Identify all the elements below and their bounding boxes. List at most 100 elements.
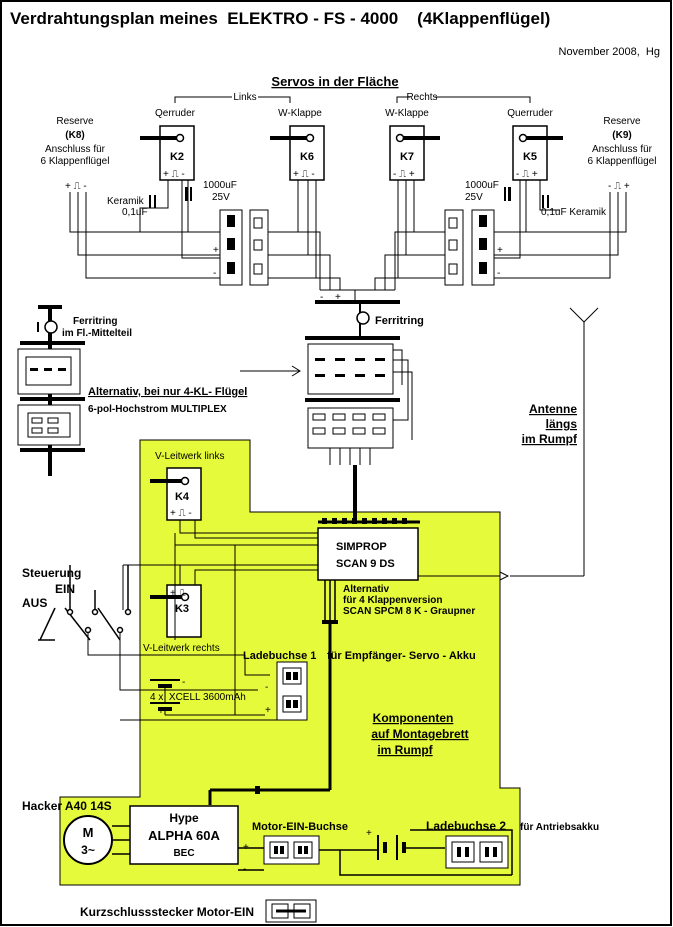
charge-socket-1-label: Ladebuchse 1 — [243, 650, 316, 662]
cs1-minus: - — [265, 682, 268, 693]
servo-name-2: W-Klappe — [278, 108, 322, 119]
esc: Hype ALPHA 60A BEC — [129, 805, 239, 865]
svg-text:- ⎍ +: - ⎍ + — [393, 169, 415, 180]
page-title: Verdrahtungsplan meines ELEKTRO - FS - 4… — [10, 9, 550, 28]
main-switch — [38, 565, 132, 641]
charge-socket-2-label: Ladebuchse 2 — [426, 819, 506, 833]
battery-label: 4 x XCELL 3600mAh — [150, 692, 246, 703]
left-connector-1 — [17, 348, 81, 395]
motor-wires — [112, 825, 130, 855]
wing-connector-right-inner — [444, 209, 464, 286]
receiver-alt-line3: SCAN SPCM 8 K - Graupner — [343, 606, 475, 617]
v-tail-right-label: V-Leitwerk rechts — [143, 643, 220, 654]
switch-title: Steuerung — [22, 566, 81, 580]
motor: M 3~ — [63, 815, 113, 865]
svg-text:-: - — [182, 677, 185, 688]
antenna — [510, 307, 599, 577]
drive-wiring — [238, 829, 513, 876]
ferrite-ring-left — [44, 320, 58, 334]
plus-mark-3: + — [335, 292, 341, 303]
servo-k7: K7 - ⎍ + — [389, 125, 440, 181]
bracket-right — [396, 96, 531, 103]
minus-mark-2: - — [497, 268, 500, 279]
svg-text:K2: K2 — [170, 151, 184, 163]
svg-text:BEC: BEC — [173, 848, 194, 859]
left-connector-2 — [17, 404, 81, 446]
receiver-alt-line1: Alternativ — [343, 584, 390, 595]
plus-mark-1: + — [213, 245, 219, 256]
capacitors-left: 1000uF 25V Keramik 0,1uF — [107, 180, 237, 218]
switch-off-label: AUS — [22, 596, 47, 610]
servo-name-1: Qerruder — [155, 108, 196, 119]
svg-text:M: M — [83, 825, 94, 840]
fuselage-wiring — [87, 520, 500, 721]
charge-socket-1-desc: für Empfänger- Servo - Akku — [327, 650, 476, 662]
left-alt-line2: 6-pol-Hochstrom MULTIPLEX — [88, 404, 227, 415]
receiver: SIMPROP SCAN 9 DS — [317, 518, 420, 581]
v-tail-left-label: V-Leitwerk links — [155, 451, 224, 462]
wing-connector-left-inner — [249, 209, 269, 286]
svg-text:(K8): (K8) — [65, 130, 84, 141]
antenna-line1: Antenne — [529, 402, 577, 416]
left-ferrite-line1: Ferritring — [73, 316, 117, 327]
charge-socket-2-desc: für Antriebsakku — [520, 822, 599, 833]
ferrite-ring-center — [356, 311, 370, 325]
minus-mark-1: - — [213, 268, 216, 279]
servo-k3: K3 + ⎍ — [150, 584, 202, 638]
svg-text:+: + — [366, 828, 372, 839]
servo-k6: K6 + ⎍ - — [270, 125, 325, 181]
short-plug-label: Kurzschlussstecker Motor-EIN — [80, 905, 254, 919]
svg-text:Hype: Hype — [169, 811, 199, 825]
svg-text:0,1uF: 0,1uF — [122, 207, 148, 218]
motor-on-socket — [263, 835, 320, 865]
reserve-k9: Reserve (K9) Anschluss für 6 Klappenflüg… — [588, 116, 657, 192]
svg-text:K5: K5 — [523, 151, 537, 163]
center-connector-lower — [307, 407, 394, 449]
servo-k4: K4 + ⎍ - — [150, 467, 202, 521]
svg-text:25V: 25V — [212, 192, 230, 203]
motor-label: Hacker A40 14S — [22, 799, 112, 813]
svg-text:ALPHA 60A: ALPHA 60A — [148, 828, 220, 843]
wing-connector-left-outer — [219, 209, 243, 286]
svg-text:Anschluss für: Anschluss für — [592, 144, 653, 155]
antenna-line2: längs — [546, 417, 578, 431]
svg-text:Keramik: Keramik — [107, 196, 145, 207]
center-side-wires — [329, 349, 413, 465]
svg-text:6 Klappenflügel: 6 Klappenflügel — [41, 156, 110, 167]
arrow-head — [291, 365, 301, 377]
svg-text:+ ⎍ -: + ⎍ - — [65, 181, 87, 192]
svg-text:1000uF: 1000uF — [203, 180, 237, 191]
charge-socket-1 — [276, 661, 308, 721]
svg-text:Reserve: Reserve — [56, 116, 94, 127]
components-line3: im Rumpf — [377, 743, 433, 757]
ferrite-center-label: Ferritring — [375, 315, 424, 327]
minus-mark-3: - — [320, 292, 323, 303]
svg-text:25V: 25V — [465, 192, 483, 203]
antenna-line3: im Rumpf — [522, 432, 578, 446]
receiver-alt-line2: für 4 Klappenversion — [343, 595, 442, 606]
svg-text:K7: K7 — [400, 151, 414, 163]
servo-k2: K2 + ⎍ - — [140, 125, 195, 181]
bracket-left — [174, 96, 291, 103]
svg-text:K6: K6 — [300, 151, 314, 163]
receiver-output-harness — [208, 580, 338, 805]
svg-text:SCAN 9 DS: SCAN 9 DS — [336, 558, 395, 570]
wing-wiring — [69, 180, 627, 300]
switch-on-label: EIN — [55, 582, 75, 596]
short-circuit-plug — [265, 899, 317, 923]
cs1-plus: + — [265, 705, 271, 716]
receiver-battery: + - — [150, 677, 185, 717]
svg-text:- ⎍ +: - ⎍ + — [516, 169, 538, 180]
svg-text:1000uF: 1000uF — [465, 180, 499, 191]
svg-text:Reserve: Reserve — [603, 116, 641, 127]
svg-text:+ ⎍ -: + ⎍ - — [163, 169, 185, 180]
wing-left-label: Links — [233, 92, 256, 103]
svg-text:3~: 3~ — [81, 843, 95, 857]
components-line1: Komponenten — [373, 711, 454, 725]
left-ferrite-line2: im Fl.-Mittelteil — [62, 328, 132, 339]
svg-text:+ ⎍ -: + ⎍ - — [170, 508, 192, 519]
capacitors-right: 1000uF 25V 0,1uF Keramik — [465, 180, 607, 218]
plus-mark-2: + — [497, 245, 503, 256]
svg-text:0,1uF Keramik: 0,1uF Keramik — [541, 207, 607, 218]
